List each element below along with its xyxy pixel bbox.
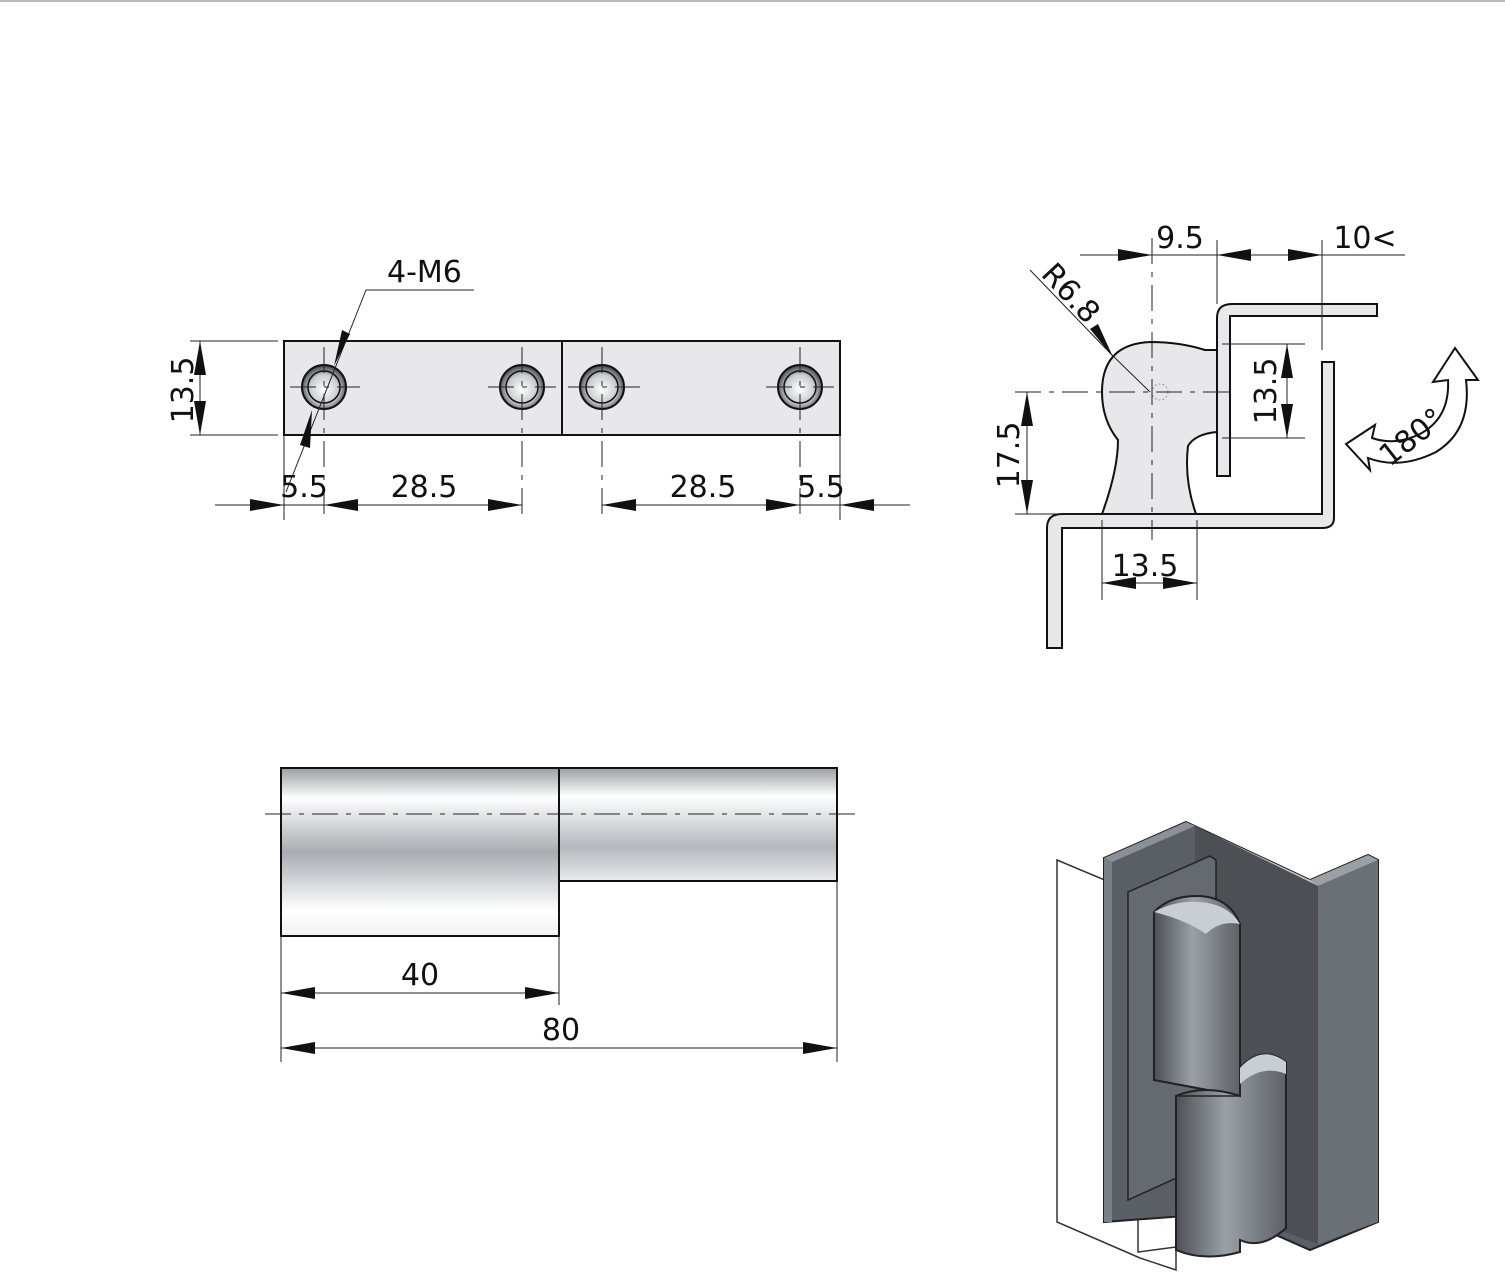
dim-knuckle-width: 13.5 xyxy=(1112,549,1179,584)
dim-gap: 10< xyxy=(1333,221,1396,256)
rotation-arrow xyxy=(1344,346,1480,474)
dim-edge-right: 5.5 xyxy=(797,470,845,505)
dim-pitch-left: 28.5 xyxy=(391,470,458,505)
dim-radius: R6.8 xyxy=(1034,257,1106,331)
dim-plate-height: 13.5 xyxy=(166,357,201,424)
dim-total-length: 80 xyxy=(542,1013,580,1048)
dim-pitch-right: 28.5 xyxy=(670,470,737,505)
lower-knuckle xyxy=(1175,1053,1287,1258)
knuckle-lower-segment xyxy=(558,767,838,882)
knuckle-profile xyxy=(1100,340,1218,515)
front-view xyxy=(190,289,910,520)
isometric-render xyxy=(1056,820,1379,1272)
lower-leaf-profile xyxy=(1046,361,1335,649)
dim-thread-callout: 4-M6 xyxy=(387,255,462,290)
dim-leaf-length: 40 xyxy=(401,958,439,993)
dim-pin-to-base: 17.5 xyxy=(992,422,1027,489)
side-view xyxy=(1015,238,1480,649)
dim-pin-offset: 9.5 xyxy=(1156,221,1204,256)
top-view xyxy=(265,767,858,1062)
dim-wing-height: 13.5 xyxy=(1249,358,1284,425)
dim-edge-left: 5.5 xyxy=(280,470,328,505)
upper-leaf-profile xyxy=(1216,303,1378,477)
knuckle-upper-segment xyxy=(280,767,560,937)
upper-knuckle xyxy=(1153,894,1241,1098)
